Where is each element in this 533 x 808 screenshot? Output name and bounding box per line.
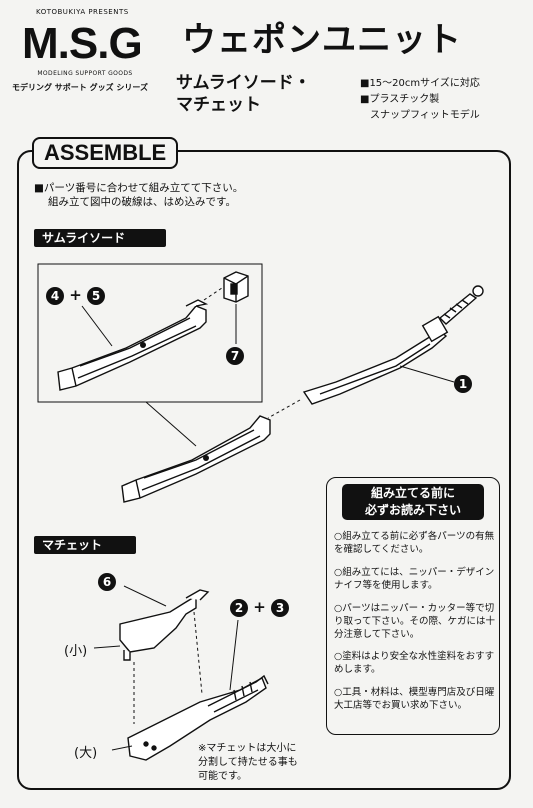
notice-heading-line-2: 必ずお読み下さい — [364, 503, 461, 517]
notice-item-3: ○パーツはニッパー・カッター等で切り取って下さい。その際、ケガには十分注意して下… — [334, 603, 496, 640]
saya-assembled — [121, 415, 271, 503]
notice-item-5: ○工具・材料は、模型専門店及び日曜大工店等でお買い求め下さい。 — [334, 687, 495, 711]
callout-7-wrap: 7 — [226, 346, 244, 365]
callout-4: 4 — [46, 287, 64, 305]
katana-part — [302, 285, 484, 405]
machete-small-label: (小) — [64, 644, 88, 659]
logo-subtitle: MODELING SUPPORT GOODS — [37, 70, 133, 77]
callout-plus-45: + — [69, 286, 82, 304]
notice-item-4: ○塗料はより安全な水性塗料をおすすめします。 — [334, 651, 495, 675]
assemble-frame — [17, 150, 511, 790]
machete-large-part — [127, 674, 269, 761]
callout-plus-23: + — [253, 598, 266, 616]
machete-small-part — [119, 589, 210, 661]
notice-item-1: ○組み立てる前に必ず各パーツの有無を確認してください。 — [334, 531, 495, 555]
spec-size: ■15～20cmサイズに対応 — [360, 78, 480, 89]
product-subtitle-1: サムライソード・ — [176, 73, 311, 93]
callout-4-5: 4 + 5 — [46, 286, 106, 305]
spec-model: スナップフィットモデル — [370, 110, 480, 121]
brand-presents: KOTOBUKIYA PRESENTS — [36, 8, 129, 16]
callout-6: 6 — [98, 573, 116, 591]
leader-large — [111, 745, 133, 751]
assemble-heading: ASSEMBLE — [32, 137, 179, 169]
product-title: ウェポンユニット — [182, 20, 462, 60]
notice-heading: 組み立てる前に 必ずお読み下さい — [342, 484, 484, 520]
notice-item-2: ○組み立てには、ニッパー・デザインナイフ等を使用します。 — [334, 567, 495, 591]
saya-inset-box — [37, 263, 263, 403]
saya-peg — [140, 342, 146, 348]
callout-1-wrap: 1 — [454, 374, 472, 393]
saya-half-part — [57, 299, 209, 391]
callout-2: 2 — [230, 599, 248, 617]
callout-3: 3 — [271, 599, 290, 617]
instruction-line-1: ■パーツ番号に合わせて組み立てて下さい。 — [34, 182, 244, 194]
leader-small — [93, 645, 121, 649]
product-subtitle-2: マチェット — [176, 95, 261, 115]
callout-5: 5 — [87, 287, 106, 305]
callout-6-wrap: 6 — [98, 572, 116, 591]
leader-inset — [145, 401, 197, 447]
leader-4-5 — [81, 305, 113, 347]
callout-7: 7 — [226, 347, 244, 365]
instruction-line-2: 組み立て図中の破線は、はめ込みです。 — [48, 196, 236, 208]
leader-1 — [399, 365, 455, 383]
callout-1: 1 — [454, 375, 472, 393]
leader-2-3 — [229, 619, 239, 691]
dash-guide-1 — [267, 399, 301, 419]
samurai-sword-tab: サムライソード — [34, 229, 166, 247]
leader-6 — [123, 585, 167, 607]
tsuba-part — [223, 271, 249, 303]
callout-2-3: 2 + 3 — [230, 598, 290, 617]
logo-series: モデリング サポート グッズ シリーズ — [12, 83, 148, 92]
msg-logo: M.S.G — [22, 19, 143, 68]
notice-box — [326, 477, 500, 735]
spec-material: ■プラスチック製 — [360, 94, 440, 105]
machete-note: ※マチェットは大小に分割して持たせる事も可能です。 — [198, 743, 298, 782]
dash-guide-7 — [203, 287, 223, 301]
machete-large-label: (大) — [74, 746, 98, 761]
notice-heading-line-1: 組み立てる前に — [370, 486, 455, 500]
machete-tab: マチェット — [34, 536, 136, 554]
